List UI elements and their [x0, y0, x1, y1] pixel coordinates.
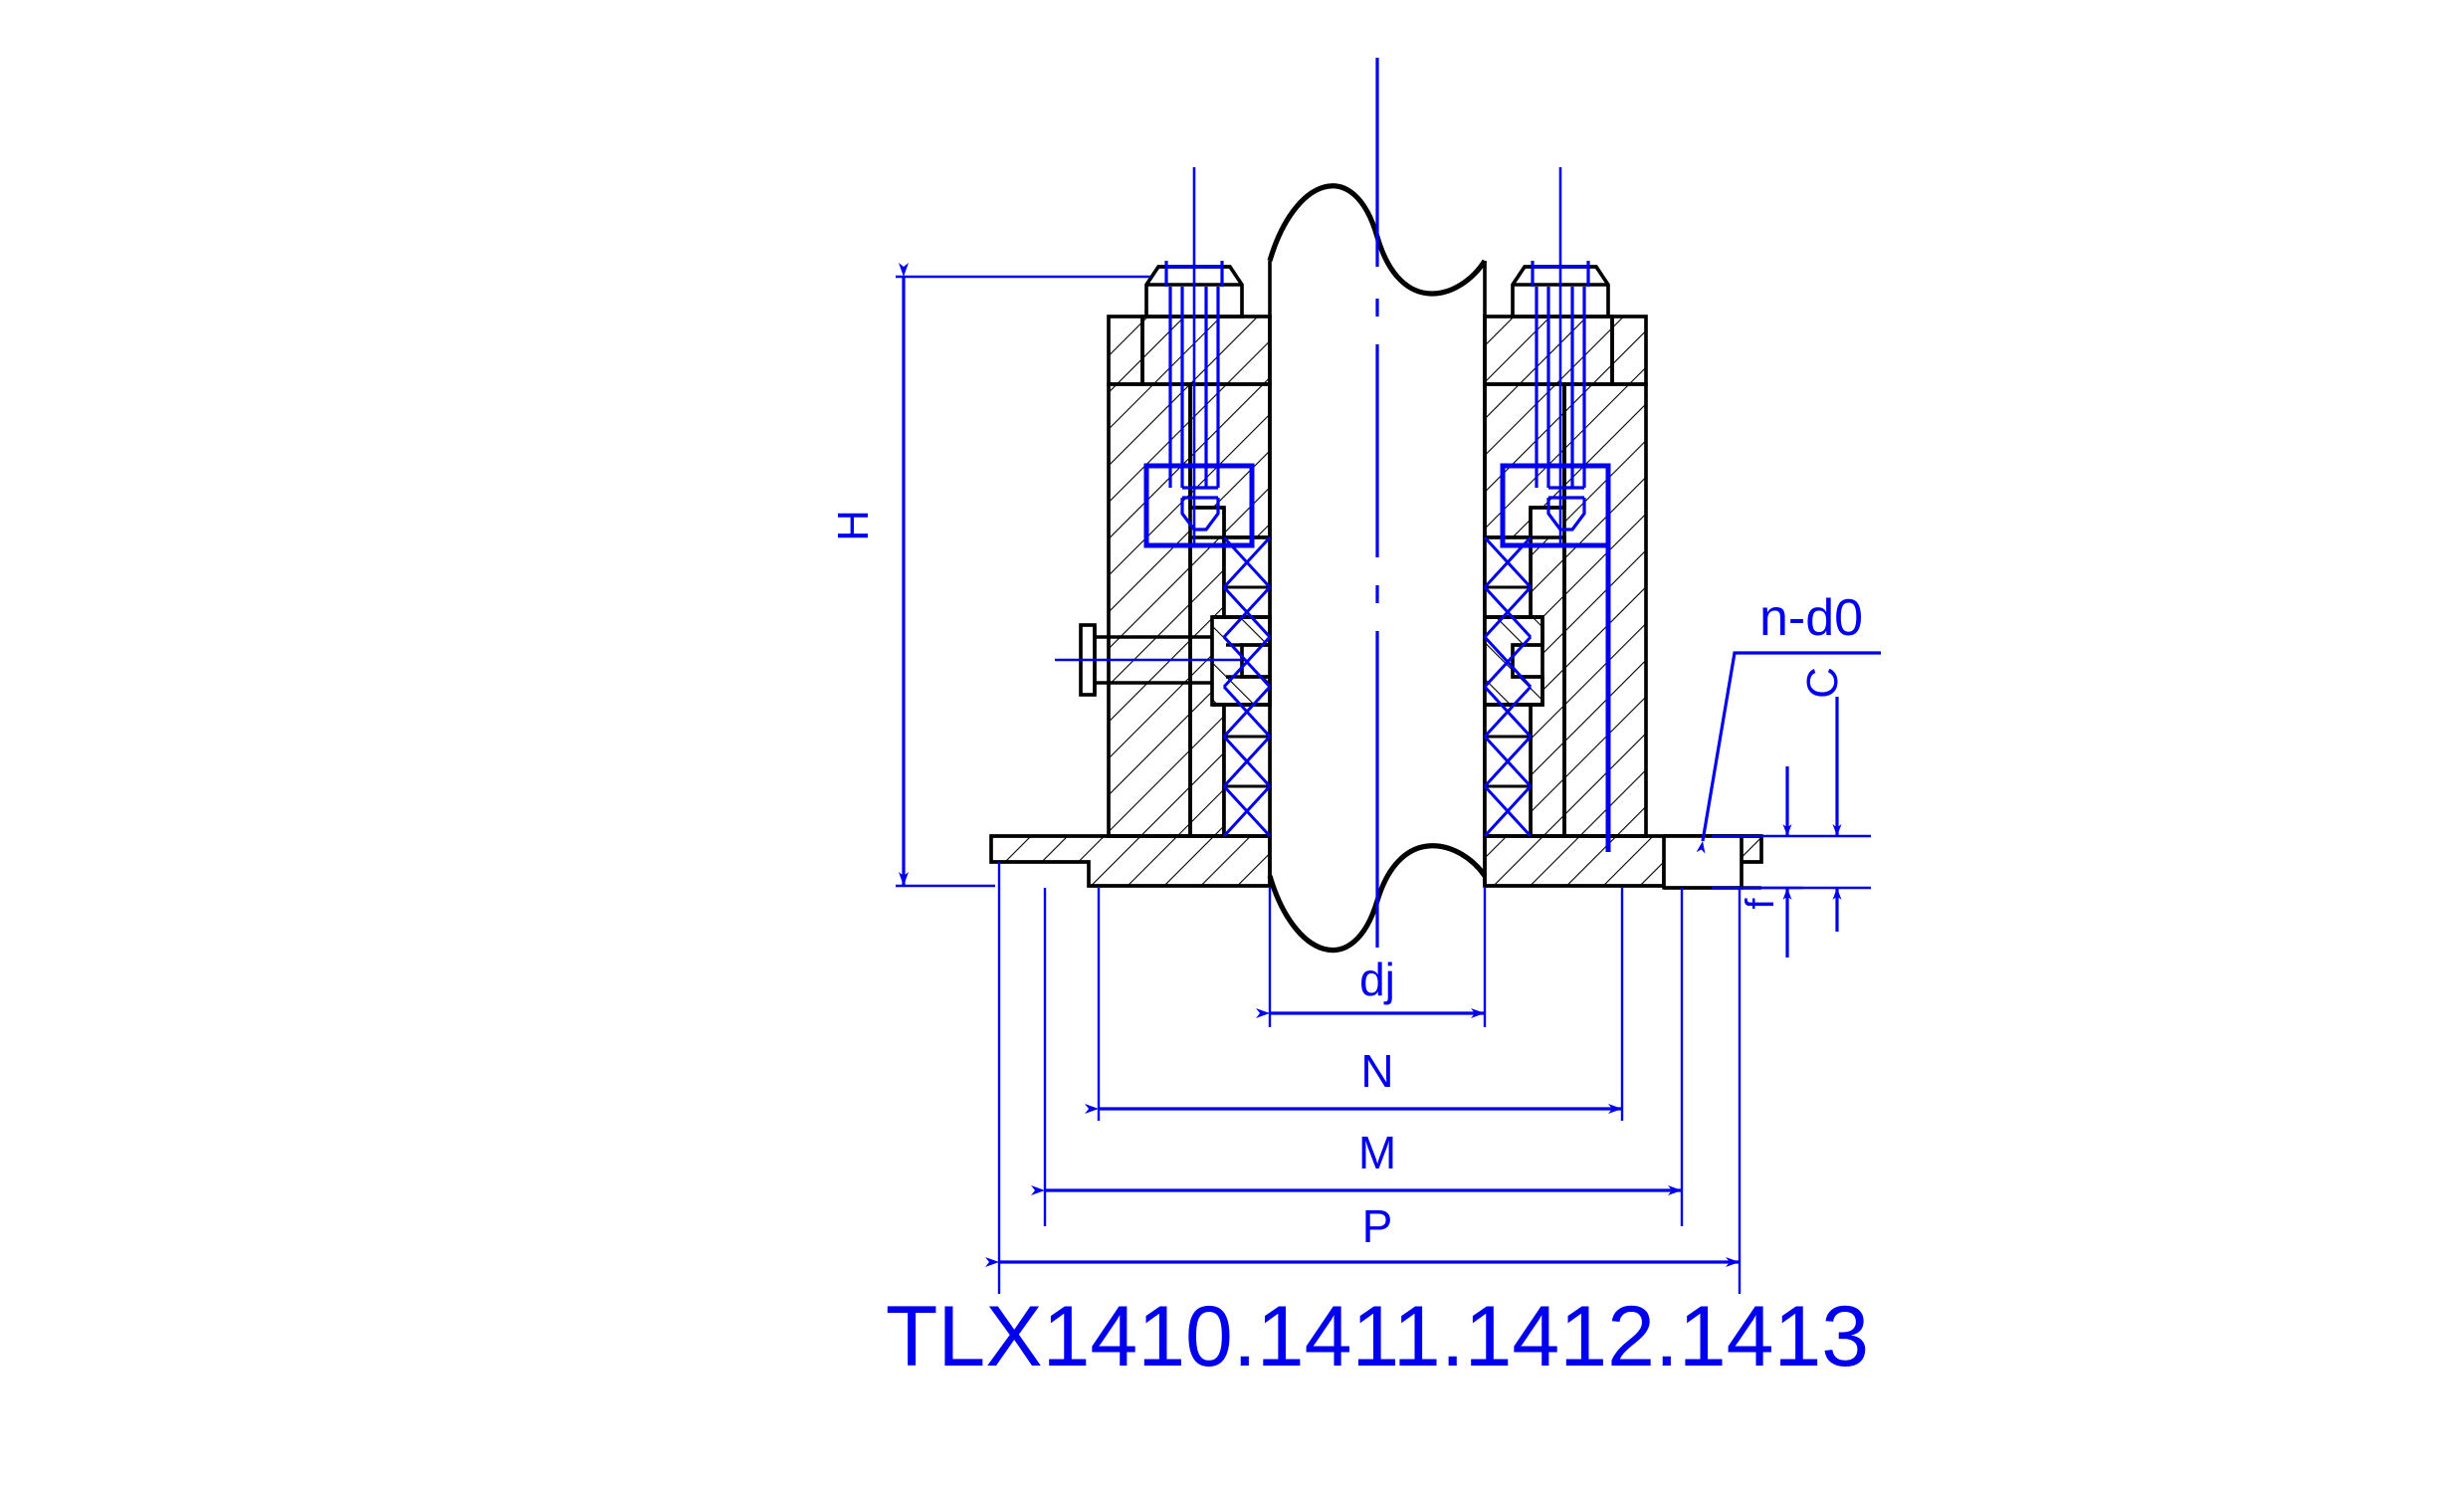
label-H: H: [829, 510, 878, 541]
dimension-f: [1755, 766, 1803, 957]
packing-hatch-left: [1222, 535, 1272, 838]
callout-leader-n-d0: [1696, 651, 1881, 854]
gland-stud-right: [1500, 167, 1611, 852]
label-f: f: [1739, 898, 1782, 910]
base-flange-left: [989, 834, 1272, 888]
dimension-P: [985, 862, 1742, 1294]
housing-body-right: [1562, 382, 1648, 838]
label-N: N: [1360, 1045, 1393, 1097]
label-M: M: [1358, 1127, 1396, 1178]
blue-annotation-layer: [896, 58, 1881, 1294]
dimension-text-layer: H n-d0 C f dj N M P TLX1410.1411.1412.14…: [829, 510, 1869, 1384]
dimension-dj: [1256, 888, 1487, 1027]
packing-hatch-right: [1483, 535, 1533, 838]
dimension-H: [896, 263, 1150, 888]
left-half-section: [989, 265, 1272, 888]
gland-stud-left: [1143, 167, 1255, 548]
dimension-N: [1085, 888, 1624, 1121]
drawing-title: TLX1410.1411.1412.1413: [886, 1289, 1869, 1384]
label-P: P: [1362, 1200, 1393, 1252]
label-dj: dj: [1359, 954, 1395, 1005]
dimension-C: [1712, 697, 1871, 932]
right-half-section: [1483, 265, 1763, 890]
base-flange-right: [1483, 834, 1763, 890]
lantern-ring-right: [1483, 615, 1544, 707]
dimension-M: [1031, 888, 1684, 1226]
label-C: C: [1798, 667, 1847, 699]
housing-body-left: [1107, 382, 1192, 838]
label-n-d0: n-d0: [1759, 589, 1863, 647]
